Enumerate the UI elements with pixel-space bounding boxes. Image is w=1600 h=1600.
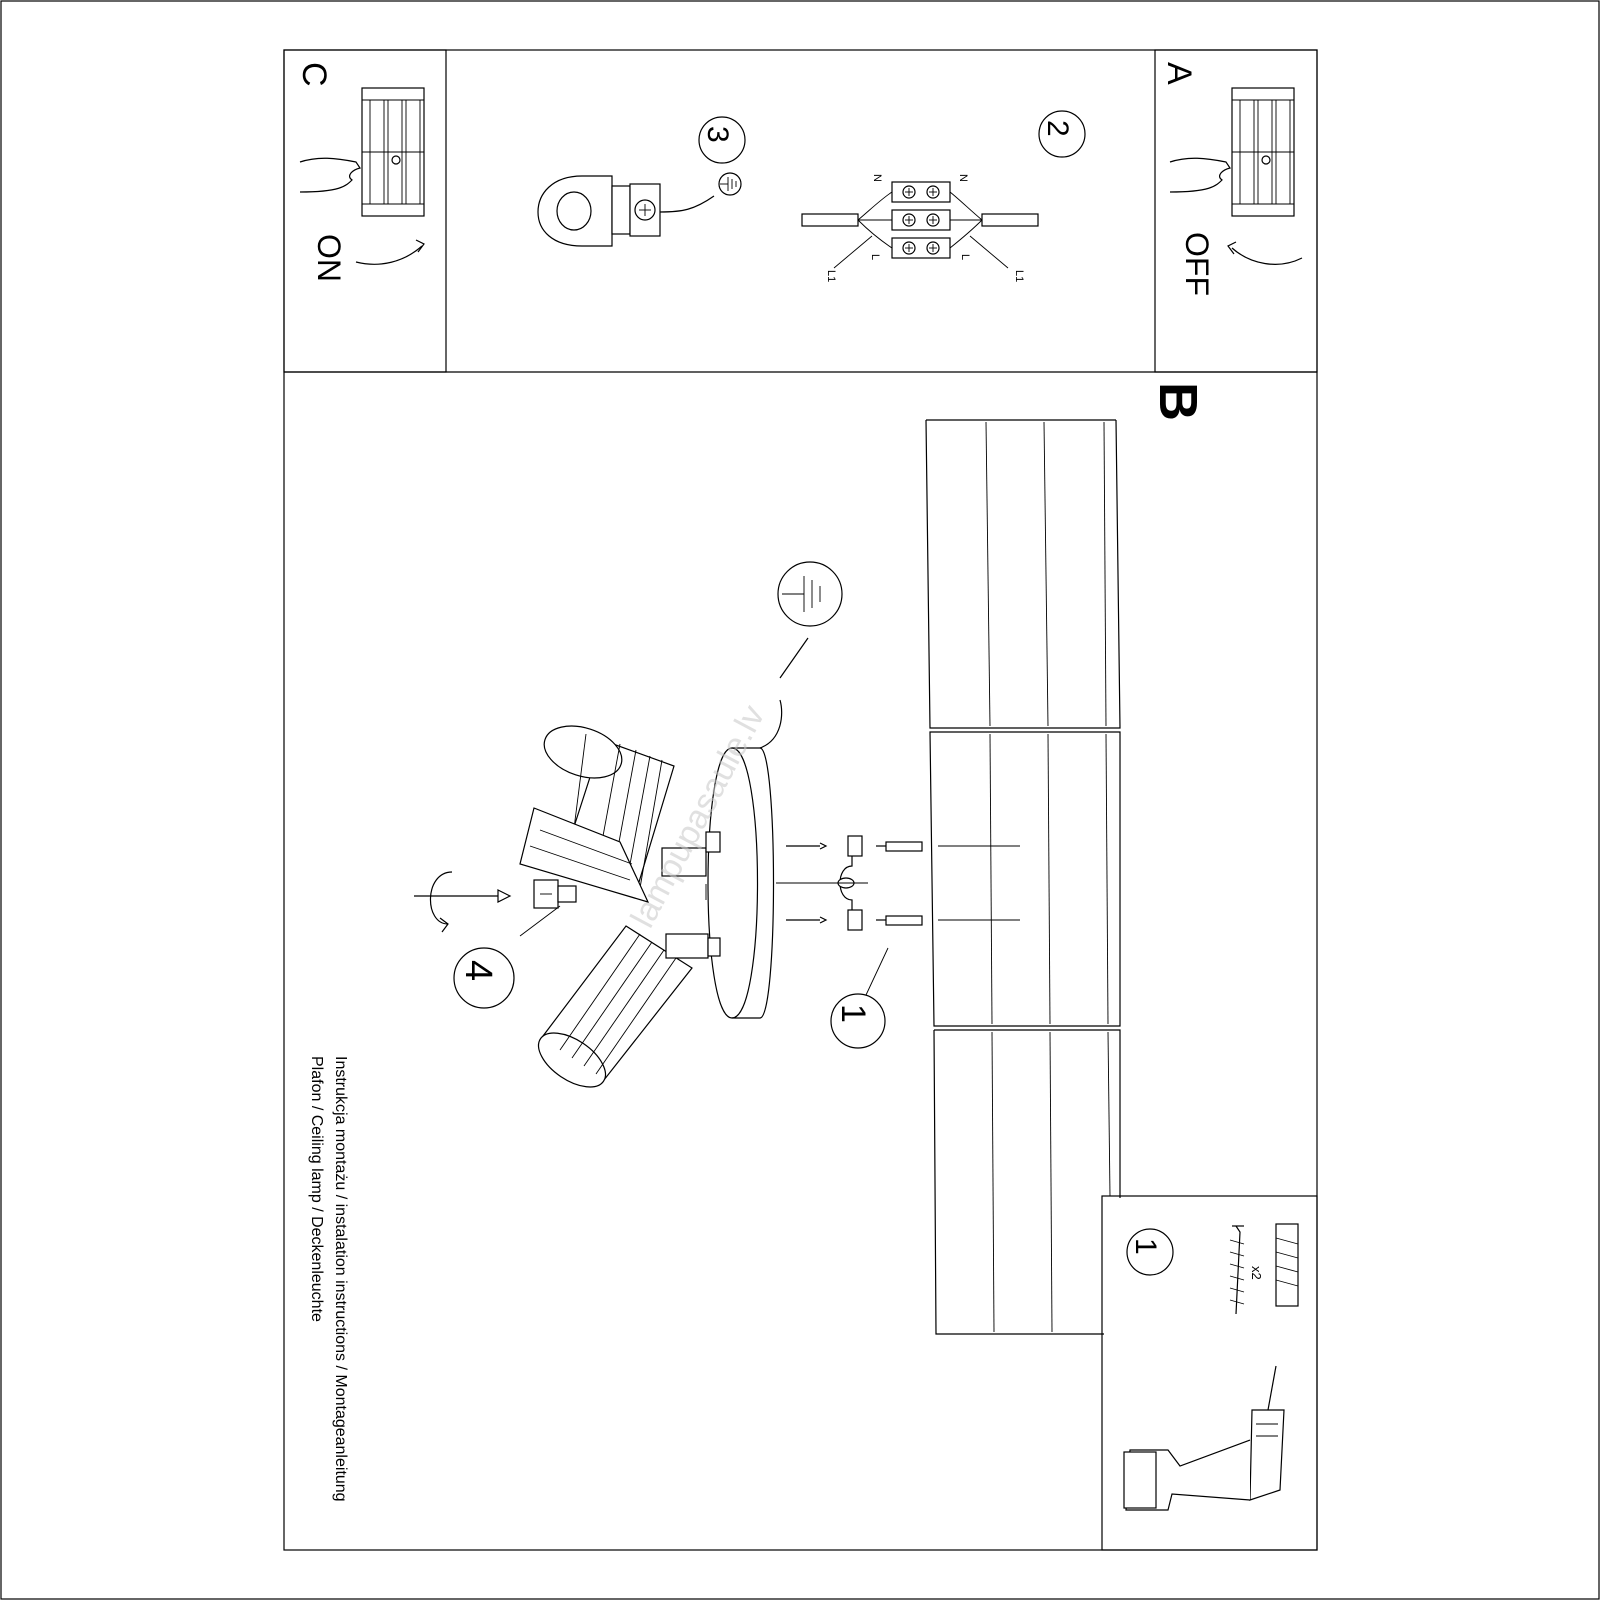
wire-label-right-l1: L1 [1013,270,1025,282]
wire-label-left-n: N [871,174,883,182]
screw-icon [786,842,828,924]
kit-quantity: x2 [1249,1266,1264,1280]
step-1-number: 1 [834,1004,872,1023]
kit-step-number: 1 [1129,1238,1162,1255]
kit-panel: 1 x2 [1101,1195,1318,1551]
wire-label-left-l: L [869,254,881,260]
curved-arrow-icon [355,245,423,265]
step-3-number: 3 [701,126,734,143]
terminal-block-icon [801,181,1039,269]
ground-symbol-icon [777,561,843,627]
panel-b-letter: B [1148,382,1208,421]
wall-plug-icon [1275,1223,1299,1307]
kit-step-badge [1126,1228,1174,1276]
step-2-number: 2 [1041,120,1074,137]
step-2: 2 N L L1 N L [801,110,1086,282]
panel-c-letter: C [295,62,333,87]
rotate-arrow-icon [429,871,453,925]
wall-plug-icon [876,841,923,926]
step-4-number: 4 [457,960,499,981]
main-frame [283,49,1318,1551]
panel-c-action: ON [311,234,347,282]
wire-label-right-n: N [957,174,969,182]
ground-terminal-icon [537,175,715,247]
step-4-badge [453,947,515,1009]
panel-a-action: OFF [1179,232,1215,296]
panel-c: C ON [283,49,447,373]
hand-icon [1169,157,1231,193]
breaker-box-icon [1231,87,1295,217]
spotlight-lower [537,925,721,1088]
panel-a: A OFF [1154,49,1318,373]
step-1-leader [865,947,889,996]
step-3-badge [698,116,746,164]
ground-symbol-icon [718,172,742,196]
step-3: 3 [537,116,746,247]
ceiling-surface [925,419,1121,1335]
hand-icon [299,157,361,193]
step-4: 4 [414,871,707,1009]
breaker-box-icon [361,87,425,217]
curved-arrow-icon [1231,247,1303,265]
step-2-badge [1038,110,1086,158]
wire-label-right-l: L [959,254,971,260]
wire-label-left-l1: L1 [825,270,837,282]
ceiling-lamp-drawing [519,561,868,1088]
caption-line-1: Instrukcja montażu / instalation instruc… [332,1056,349,1502]
drill-icon [1123,1365,1285,1511]
screw-icon [1229,1225,1245,1315]
panel-a-letter: A [1160,62,1198,85]
spotlight-upper [519,725,721,903]
caption-line-2: Plafon / Ceiling lamp / Deckenleuchte [308,1056,325,1322]
kit-panel-border [1101,1195,1318,1551]
step-1-badge [830,993,886,1049]
grub-screw-icon [533,879,577,909]
